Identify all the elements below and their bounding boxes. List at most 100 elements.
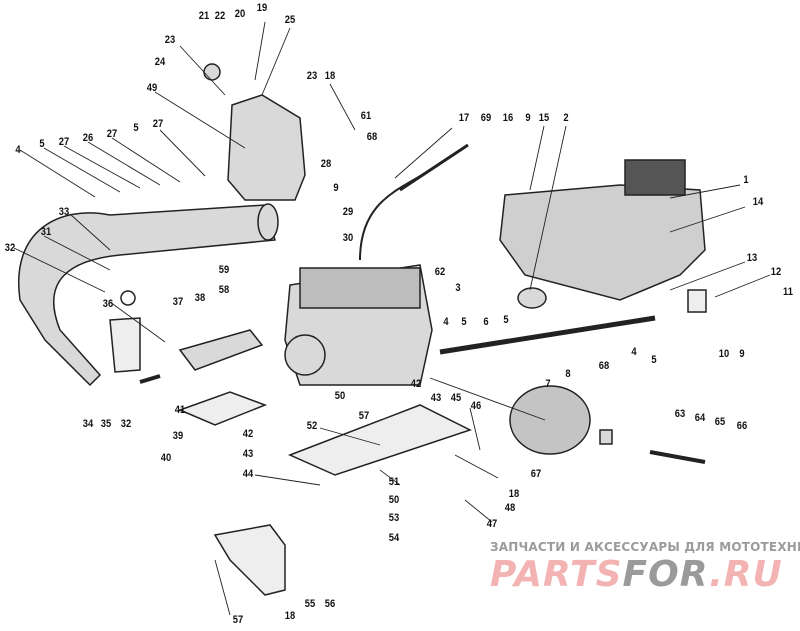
callout-label: 30 — [342, 232, 354, 244]
callout-label: 5 — [133, 122, 139, 134]
callout-label: 18 — [324, 70, 336, 82]
callout-label: 61 — [360, 110, 372, 122]
callout-label: 48 — [504, 502, 516, 514]
callout-label: 45 — [450, 392, 462, 404]
callout-label: 5 — [39, 138, 45, 150]
callout-label: 66 — [736, 420, 748, 432]
callout-label: 23 — [306, 70, 318, 82]
callout-label: 11 — [783, 286, 793, 298]
callout-label: 35 — [100, 418, 112, 430]
callout-label: 43 — [430, 392, 442, 404]
callout-label: 33 — [58, 206, 70, 218]
callout-label: 8 — [565, 368, 571, 380]
callout-label: 55 — [304, 598, 316, 610]
watermark-logo-part3: .RU — [709, 554, 783, 595]
callout-label: 4 — [15, 144, 21, 156]
callout-label: 6 — [483, 316, 489, 328]
spring — [139, 374, 161, 384]
callout-label: 4 — [443, 316, 449, 328]
callout-label: 27 — [152, 118, 164, 130]
callout-label: 36 — [102, 298, 114, 310]
callout-label: 67 — [530, 468, 542, 480]
callout-label: 9 — [333, 182, 339, 194]
callout-label: 12 — [770, 266, 782, 278]
callout-label: 38 — [194, 292, 206, 304]
callout-label: 18 — [284, 610, 296, 622]
callout-label: 50 — [388, 494, 400, 506]
callout-label: 58 — [218, 284, 230, 296]
watermark-logo-part2: FOR — [622, 554, 710, 595]
callout-label: 20 — [234, 8, 246, 20]
callout-label: 44 — [242, 468, 254, 480]
heat-shield — [687, 289, 707, 313]
callout-label: 39 — [172, 430, 184, 442]
callout-label: 28 — [320, 158, 332, 170]
callout-label: 4 — [631, 346, 637, 358]
callout-label: 5 — [503, 314, 509, 326]
callout-label: 47 — [486, 518, 498, 530]
muffler-end — [257, 203, 279, 241]
callout-label: 25 — [284, 14, 296, 26]
callout-label: 57 — [358, 410, 370, 422]
callout-label: 42 — [242, 428, 254, 440]
fuel-line — [359, 169, 431, 261]
callout-label: 32 — [4, 242, 16, 254]
callout-label: 27 — [106, 128, 118, 140]
callout-label: 64 — [694, 412, 706, 424]
callout-label: 27 — [58, 136, 70, 148]
leader-lines — [13, 21, 771, 616]
cylinder-head — [299, 267, 421, 309]
callout-label: 17 — [458, 112, 470, 124]
callout-label: 53 — [388, 512, 400, 524]
callout-label: 3 — [455, 282, 461, 294]
callout-label: 46 — [470, 400, 482, 412]
mount-plate — [177, 391, 268, 426]
callout-label: 68 — [598, 360, 610, 372]
callout-label: 5 — [461, 316, 467, 328]
drive-clutch — [509, 385, 591, 455]
spacer — [599, 429, 613, 445]
callout-label: 69 — [480, 112, 492, 124]
callout-label: 62 — [434, 266, 446, 278]
callout-label: 2 — [563, 112, 569, 124]
callout-label: 65 — [714, 416, 726, 428]
callout-label: 31 — [40, 226, 52, 238]
watermark-subtitle: ЗАПЧАСТИ И АКСЕССУАРЫ ДЛЯ МОТОТЕХНИКИ — [490, 540, 800, 554]
callout-label: 50 — [334, 390, 346, 402]
callout-label: 9 — [739, 348, 745, 360]
callout-label: 21 — [198, 10, 210, 22]
mount-bracket — [109, 317, 141, 373]
callout-label: 34 — [82, 418, 94, 430]
throttle-cable — [399, 143, 469, 192]
callout-label: 43 — [242, 448, 254, 460]
callout-label: 9 — [525, 112, 531, 124]
callout-label: 49 — [146, 82, 158, 94]
callout-label: 16 — [502, 112, 514, 124]
exhaust-pipe — [18, 204, 276, 387]
callout-label: 57 — [232, 614, 244, 626]
grommet — [120, 290, 136, 306]
callout-label: 22 — [214, 10, 226, 22]
callout-label: 59 — [218, 264, 230, 276]
callout-label: 37 — [172, 296, 184, 308]
callout-label: 19 — [256, 2, 268, 14]
callout-label: 10 — [718, 348, 730, 360]
fuel-cap — [203, 63, 221, 81]
callout-label: 7 — [545, 378, 551, 390]
callout-label: 63 — [674, 408, 686, 420]
callout-label: 29 — [342, 206, 354, 218]
callout-label: 52 — [306, 420, 318, 432]
watermark-logo: PARTSFOR.RU — [490, 554, 783, 595]
callout-label: 41 — [174, 404, 186, 416]
callout-label: 40 — [160, 452, 172, 464]
callout-label: 24 — [154, 56, 166, 68]
callout-label: 51 — [388, 476, 400, 488]
callout-label: 1 — [743, 174, 749, 186]
exhaust-manifold — [178, 329, 264, 371]
callout-label: 32 — [120, 418, 132, 430]
callout-label: 5 — [651, 354, 657, 366]
callout-label: 68 — [366, 131, 378, 143]
callout-label: 15 — [538, 112, 550, 124]
